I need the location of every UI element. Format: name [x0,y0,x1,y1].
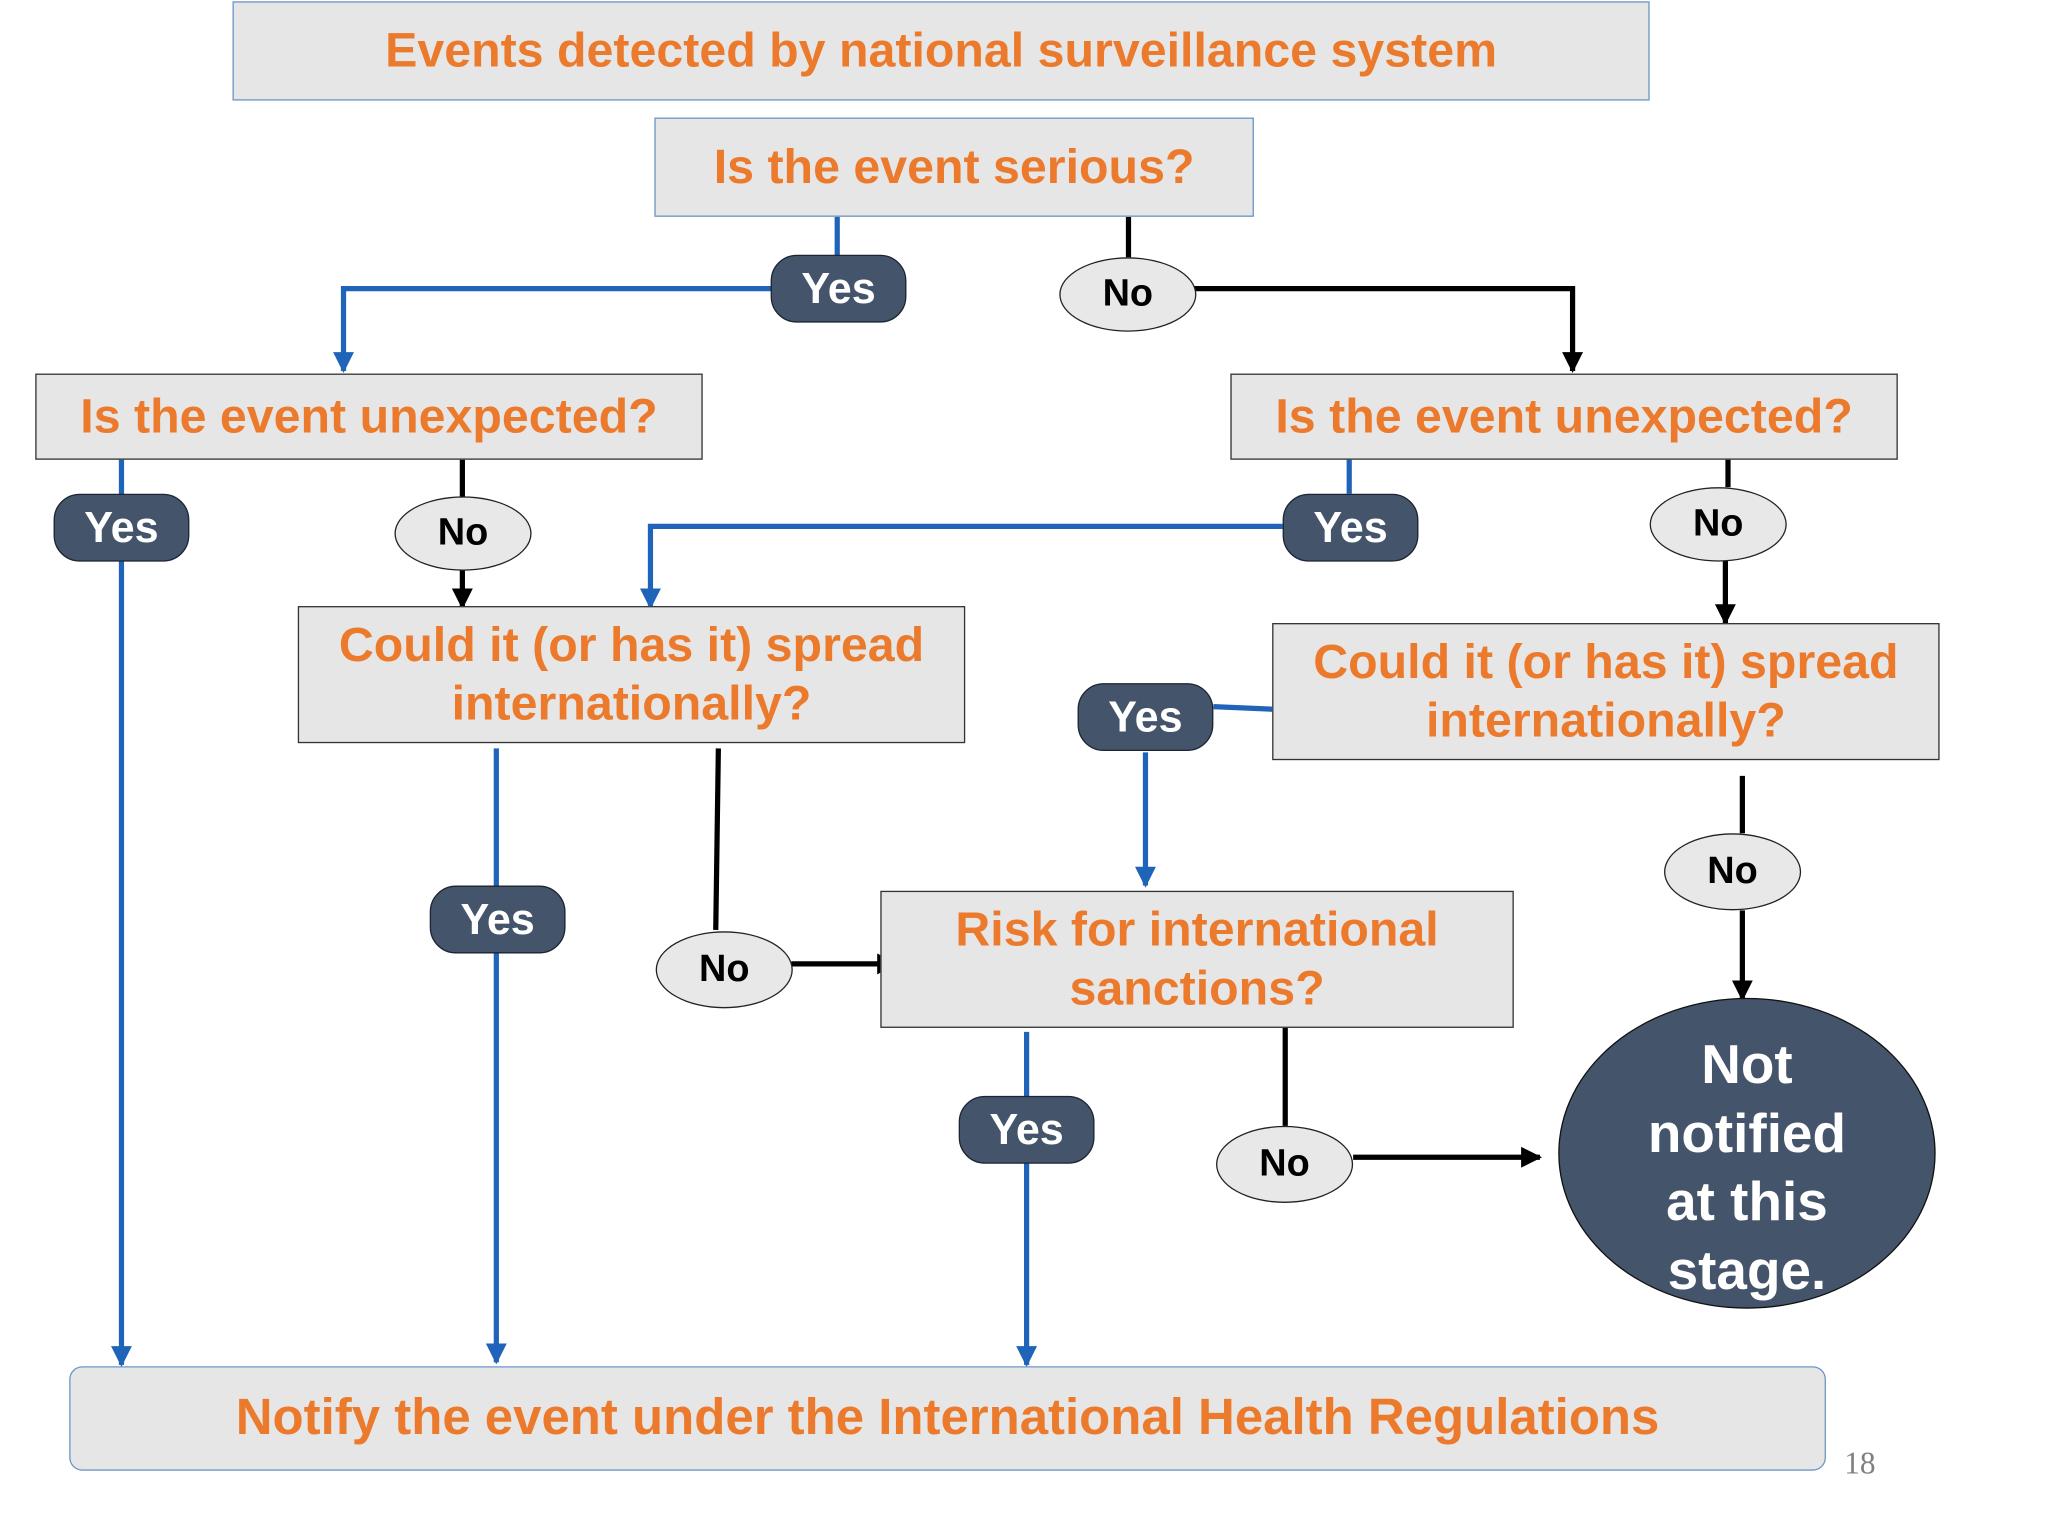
unexpected-left-box: Is the event unexpected? [35,373,703,460]
unexpected-left-text: Is the event unexpected? [80,388,658,443]
serious-yes-label: Yes [801,263,876,313]
spread-right-text: Could it (or has it) spread internationa… [1313,634,1899,747]
line-serious-no-to-right [1193,286,1584,374]
line-serious-yes-to-left [333,286,774,374]
unexpected-right-text: Is the event unexpected? [1275,388,1853,443]
notify-text: Notify the event under the International… [235,1389,1660,1446]
notify-box: Notify the event under the International… [69,1366,1826,1471]
line-spread-right-yes [1213,704,1273,712]
spread-right-no-label: No [1707,850,1758,893]
unexpected-right-no-label: No [1692,502,1744,545]
unexpected-left-yes-pill: Yes [53,493,190,562]
spread-left-yes-pill: Yes [429,885,566,954]
not-notified-text: Not notified at this stage. [1647,1033,1846,1301]
line-spread-left-no [713,748,721,930]
spread-right-yes-label: Yes [1108,692,1183,741]
sanctions-text: Risk for international sanctions? [955,902,1439,1015]
sanctions-yes-label: Yes [989,1104,1064,1154]
serious-yes-pill: Yes [770,254,907,323]
spread-left-text: Could it (or has it) spread internationa… [338,617,925,730]
spread-right-no-oval: No [1663,833,1802,911]
sanctions-no-label: No [1259,1142,1310,1185]
unexpected-right-yes-pill: Yes [1282,493,1419,562]
unexpected-left-no-oval: No [394,496,532,571]
unexpected-right-no-oval: No [1649,487,1787,562]
serious-no-oval: No [1059,257,1197,332]
spread-left-box: Could it (or has it) spread internationa… [297,606,966,744]
spread-right-box: Could it (or has it) spread internationa… [1272,623,1940,761]
not-notified-circle: Not notified at this stage. [1558,997,1936,1309]
spread-left-no-label: No [698,948,750,991]
serious-question-box: Is the event serious? [654,117,1254,217]
spread-right-yes-pill: Yes [1077,683,1214,752]
sanctions-yes-pill: Yes [958,1095,1095,1164]
page-number: 18 [1844,1447,1876,1482]
serious-no-label: No [1102,272,1154,315]
unexpected-left-no-label: No [437,511,489,554]
sanctions-box: Risk for international sanctions? [880,890,1514,1028]
unexpected-right-yes-label: Yes [1313,502,1388,552]
events-detected-box: Events detected by national surveillance… [232,1,1650,101]
sanctions-no-oval: No [1215,1125,1354,1203]
spread-left-yes-label: Yes [460,894,535,944]
unexpected-right-box: Is the event unexpected? [1230,373,1898,460]
spread-left-no-oval: No [655,931,793,1009]
serious-question-text: Is the event serious? [713,139,1195,194]
line-unexp-right-yes-to-left-spread [639,523,1283,610]
events-detected-text: Events detected by national surveillance… [385,23,1498,77]
unexpected-left-yes-label: Yes [84,502,159,552]
